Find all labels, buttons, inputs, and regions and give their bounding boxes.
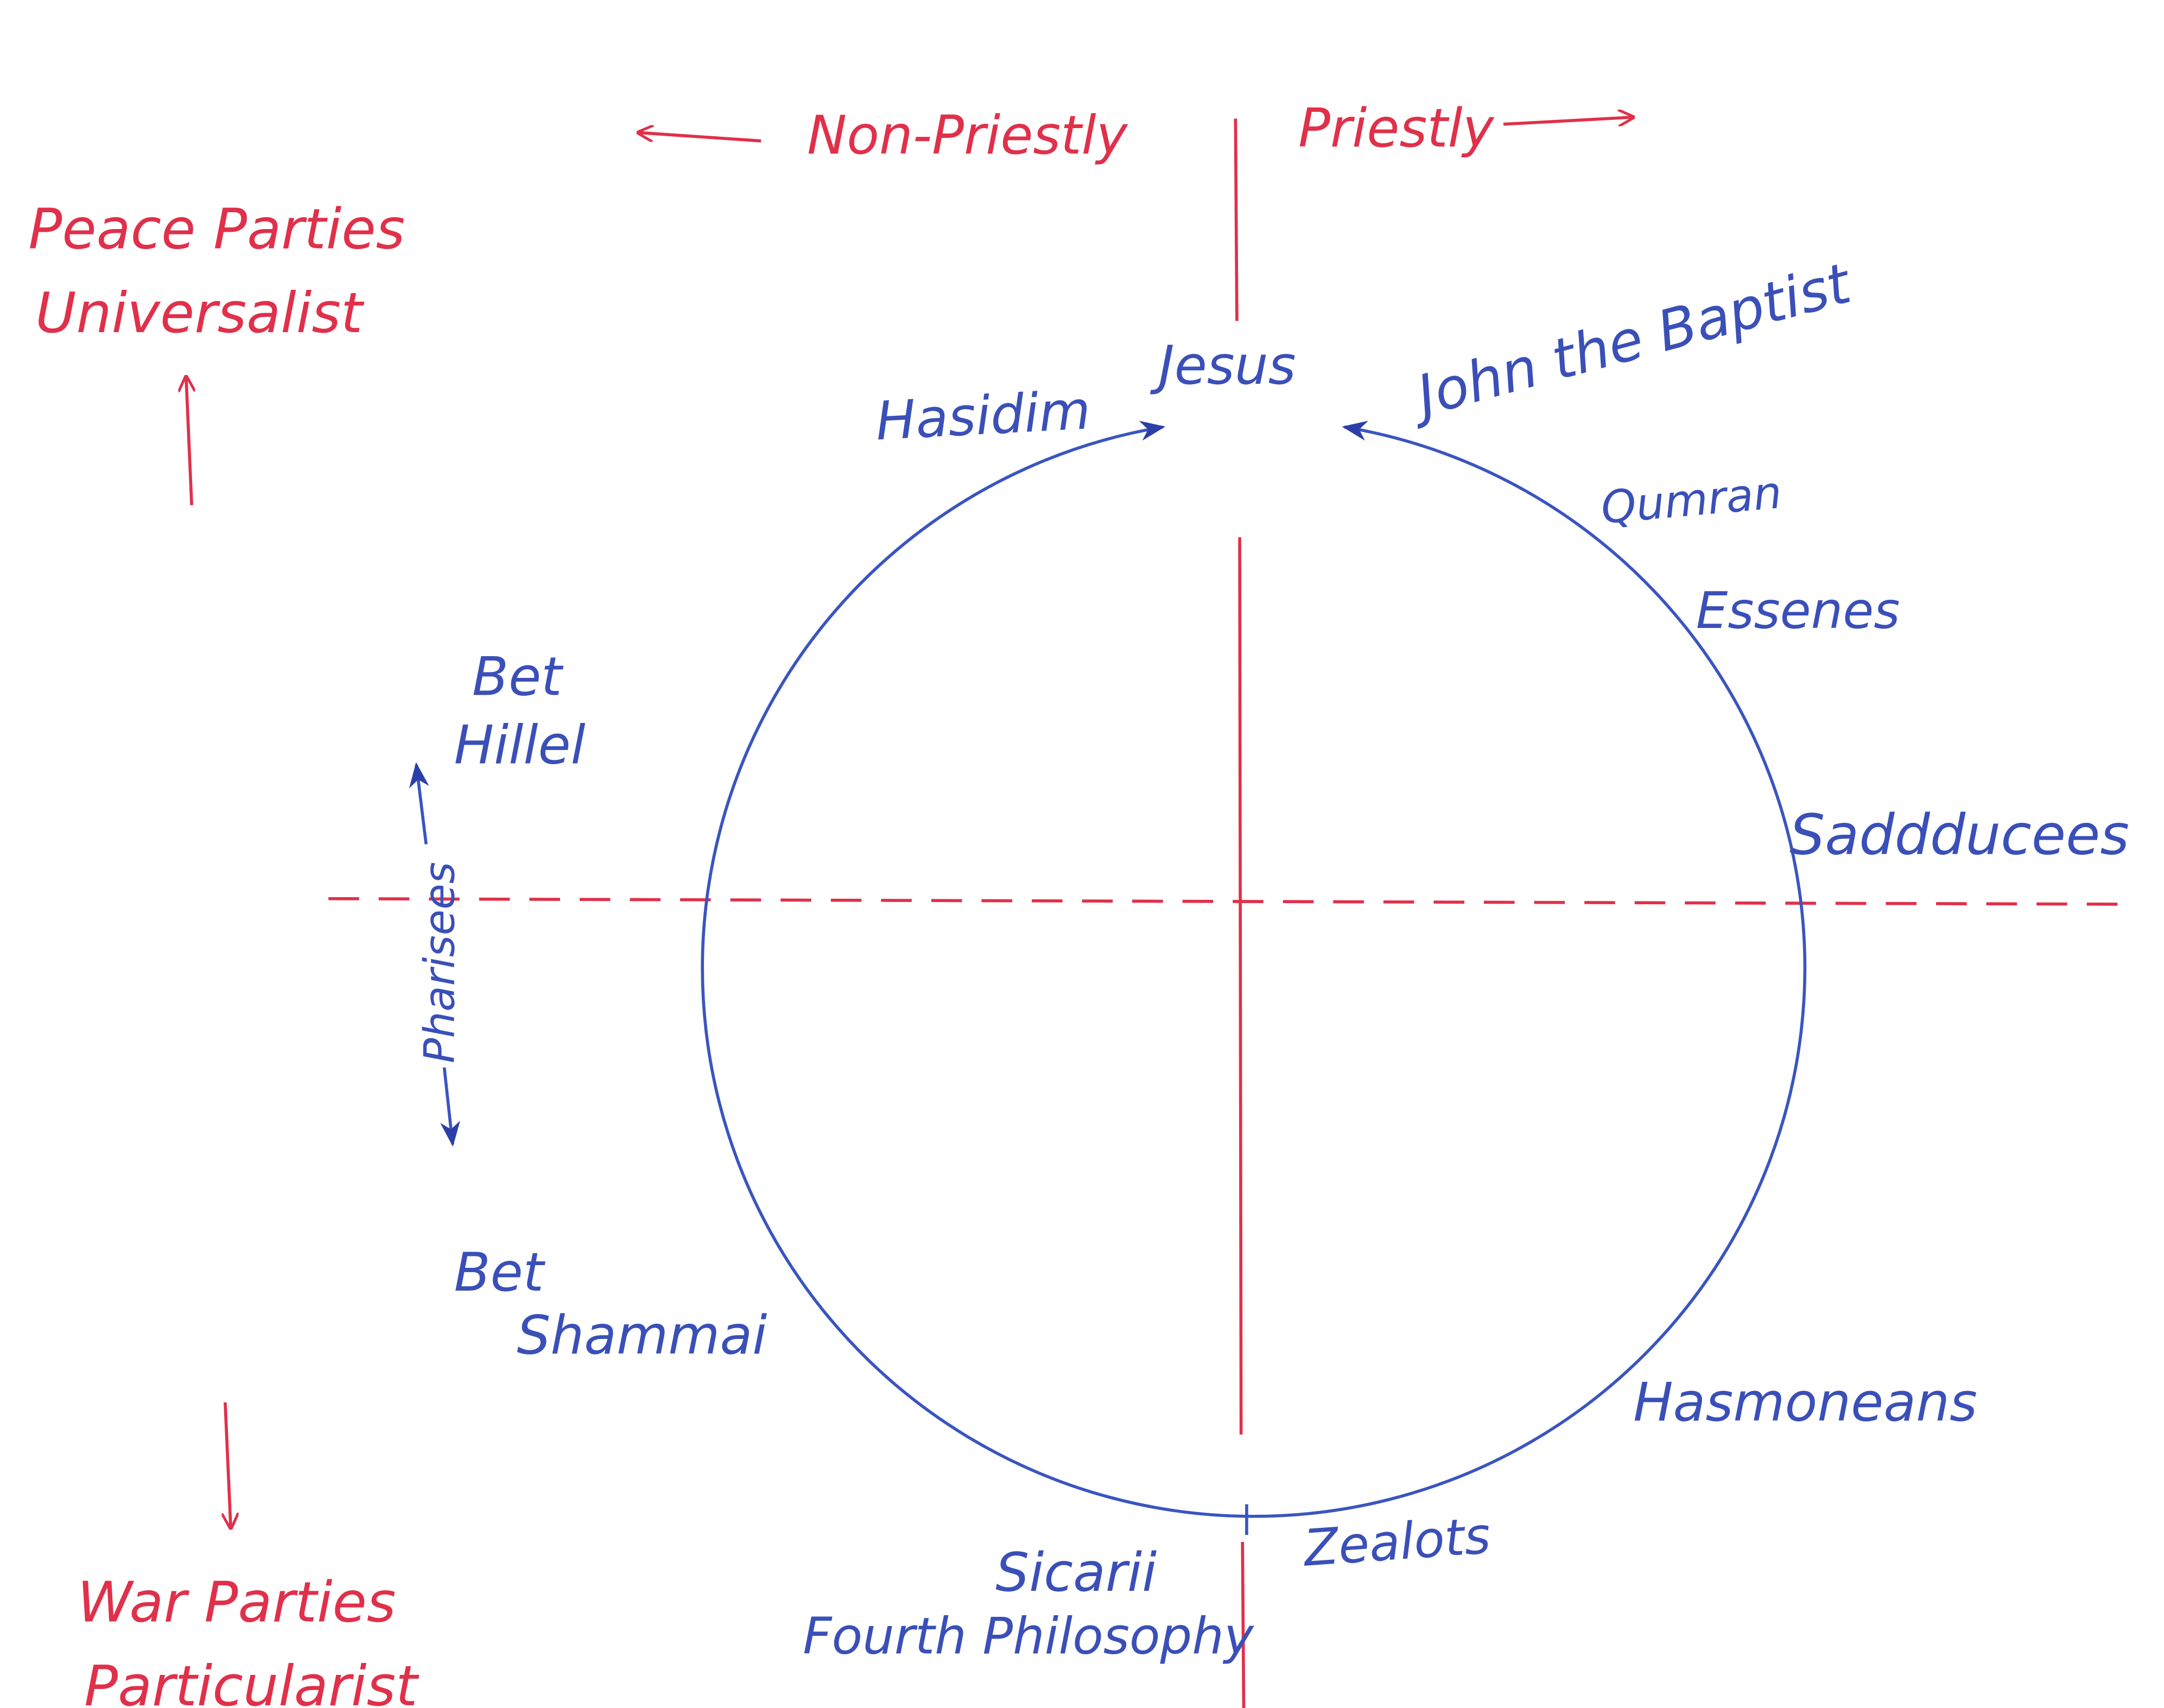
saddducees-label: Saddducees <box>1789 803 2129 868</box>
right-arrow <box>1503 117 1633 124</box>
universalist-label: Universalist <box>35 281 365 346</box>
john-the-baptist-label: John the Baptist <box>1402 251 1859 431</box>
horizontal-dashed-axis <box>328 897 2129 906</box>
war-parties-label: War Parties <box>77 1571 396 1635</box>
pharisees-up-arrow <box>409 762 429 845</box>
pharisees-down-arrow <box>440 1067 460 1147</box>
non-priestly-label: Non-Priestly <box>807 105 1128 167</box>
particularist-label: Particularist <box>84 1654 420 1708</box>
jesus-label: Jesus <box>1150 335 1296 397</box>
zealots-label: Zealots <box>1300 1506 1493 1578</box>
priestly-label: Priestly <box>1298 98 1495 160</box>
sicarii-label: Sicarii <box>995 1542 1157 1604</box>
hasmoneans-label: Hasmoneans <box>1633 1372 1977 1433</box>
left-arrow <box>638 132 761 143</box>
peace-parties-label: Peace Parties <box>28 198 405 262</box>
bet-shammai-label-2: Shammai <box>517 1305 767 1367</box>
vertical-axis-top <box>1234 118 1239 321</box>
up-arrow <box>186 377 192 505</box>
hasidim-label: Hasidim <box>874 379 1092 453</box>
vertical-axis-bottom <box>1241 1542 1246 1708</box>
essenes-label: Essenes <box>1696 581 1900 640</box>
pharisees-label: Pharisees <box>416 862 465 1063</box>
bet-shammai-label-1: Bet <box>454 1242 546 1304</box>
qumran-label: Qumran <box>1599 467 1784 534</box>
vertical-axis-middle <box>1238 537 1243 1435</box>
bet-hillel-label-1: Bet <box>472 646 564 708</box>
cycle-circle <box>701 421 1807 1518</box>
bet-hillel-label-2: Hillel <box>454 714 586 776</box>
down-arrow <box>225 1402 231 1528</box>
fourth-philosophy-label: Fourth Philosophy <box>803 1607 1254 1666</box>
